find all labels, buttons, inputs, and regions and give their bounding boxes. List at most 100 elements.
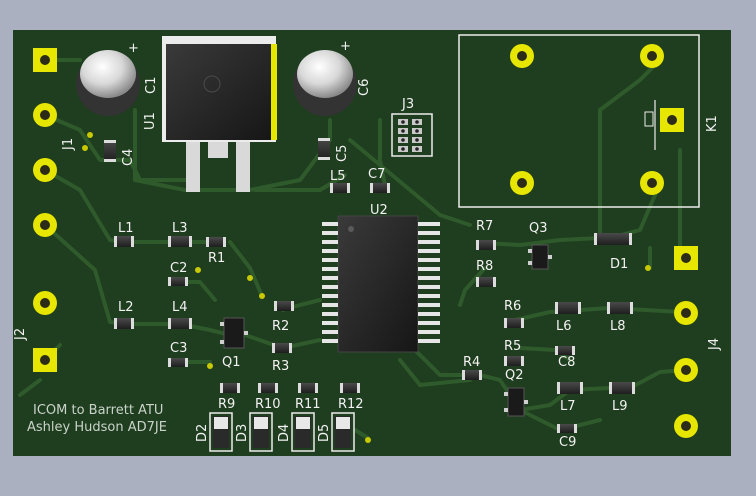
smd-body — [557, 424, 577, 433]
label-d4: D4 — [277, 424, 292, 442]
u2-pin-right — [418, 312, 440, 316]
u2-pin-left — [322, 294, 338, 298]
label-c6: C6 — [357, 79, 372, 96]
label-l3: L3 — [172, 221, 188, 236]
c1-electrolytic — [76, 50, 140, 116]
smd-terminal — [609, 382, 612, 394]
u2-pin-left — [322, 339, 338, 343]
u2-pin-right — [418, 303, 440, 307]
diode-outline — [331, 412, 355, 452]
smd-terminal — [318, 157, 330, 160]
u2-pin-left — [322, 222, 338, 226]
pad-hole — [681, 308, 691, 318]
label-c3: C3 — [170, 341, 187, 356]
smd-terminal — [168, 318, 171, 329]
pad-hole — [517, 178, 527, 188]
u2-pin-left — [322, 240, 338, 244]
smd-body — [504, 318, 524, 328]
smd-terminal — [168, 277, 171, 286]
u2-pin-right — [418, 249, 440, 253]
smd-body — [272, 343, 292, 353]
smd-terminal — [347, 183, 350, 193]
label-q2: Q2 — [505, 368, 524, 383]
smd-body — [607, 302, 633, 314]
label-r5: R5 — [504, 339, 521, 354]
u2-pin-left — [322, 258, 338, 262]
label-l8: L8 — [610, 319, 626, 334]
smd-body — [168, 236, 192, 247]
u2-pin-right — [418, 240, 440, 244]
smd-terminal — [521, 356, 524, 366]
pad-hole — [647, 178, 657, 188]
label-k1: K1 — [705, 115, 720, 132]
pad-hole — [40, 298, 50, 308]
smd-body — [168, 318, 192, 329]
transistor-body — [531, 244, 549, 270]
smd-body — [340, 383, 360, 393]
silkscreen-line1: ICOM to Barrett ATU — [33, 403, 163, 418]
smd-terminal — [289, 343, 292, 353]
u2-pin-left — [322, 303, 338, 307]
smd-terminal — [291, 301, 294, 311]
via — [87, 132, 93, 138]
smd-terminal — [504, 318, 507, 328]
label-c4: C4 — [121, 149, 136, 166]
smd-terminal — [104, 159, 116, 162]
smd-body — [594, 233, 632, 245]
smd-terminal — [185, 358, 188, 367]
via — [365, 437, 371, 443]
transistor-lead — [220, 322, 224, 326]
silkscreen-line2: Ashley Hudson AD7JE — [27, 420, 167, 435]
transistor-lead — [244, 331, 248, 335]
smd-terminal — [574, 424, 577, 433]
smd-terminal — [555, 302, 558, 314]
led-diodes — [209, 412, 355, 452]
smd-terminal — [479, 370, 482, 380]
pad-hole — [681, 365, 691, 375]
label-r7: R7 — [476, 219, 493, 234]
smd-terminal — [189, 318, 192, 329]
u2-pin-right — [418, 285, 440, 289]
label-l1: L1 — [118, 221, 134, 236]
smd-body — [258, 383, 278, 393]
smd-terminal — [504, 356, 507, 366]
smd-body — [114, 318, 134, 329]
smd-terminal — [607, 302, 610, 314]
th-pads — [33, 44, 698, 443]
label-d3: D3 — [235, 424, 250, 442]
header-pin-hole — [415, 120, 419, 124]
label-j3: J3 — [401, 97, 414, 112]
header-pin-hole — [401, 147, 405, 151]
smd-body — [206, 237, 226, 247]
via — [82, 145, 88, 151]
smd-terminal — [168, 358, 171, 367]
label-q1: Q1 — [222, 355, 241, 370]
smd-terminal — [476, 240, 479, 250]
transistor-lead — [504, 392, 508, 396]
label-r6: R6 — [504, 299, 521, 314]
smd-body — [168, 358, 188, 367]
smd-terminal — [274, 301, 277, 311]
smd-terminal — [632, 382, 635, 394]
diode-lens — [296, 417, 310, 429]
pad-hole — [40, 355, 50, 365]
transistor-body — [223, 317, 245, 349]
smd-body — [555, 302, 581, 314]
label-r9: R9 — [218, 397, 235, 412]
smd-terminal — [630, 302, 633, 314]
pad-hole — [40, 55, 50, 65]
label-d2: D2 — [195, 424, 210, 442]
svg-text:+: + — [128, 41, 139, 56]
u2-pin-right — [418, 231, 440, 235]
smd-terminal — [357, 383, 360, 393]
smd-terminal — [185, 277, 188, 286]
smd-body — [330, 183, 350, 193]
smd-body — [555, 346, 575, 355]
via — [207, 363, 213, 369]
smd-body — [370, 183, 390, 193]
label-r8: R8 — [476, 259, 493, 274]
transistor-lead — [548, 255, 552, 259]
u2-pin-left — [322, 330, 338, 334]
u2-pin-left — [322, 312, 338, 316]
smd-body — [298, 383, 318, 393]
